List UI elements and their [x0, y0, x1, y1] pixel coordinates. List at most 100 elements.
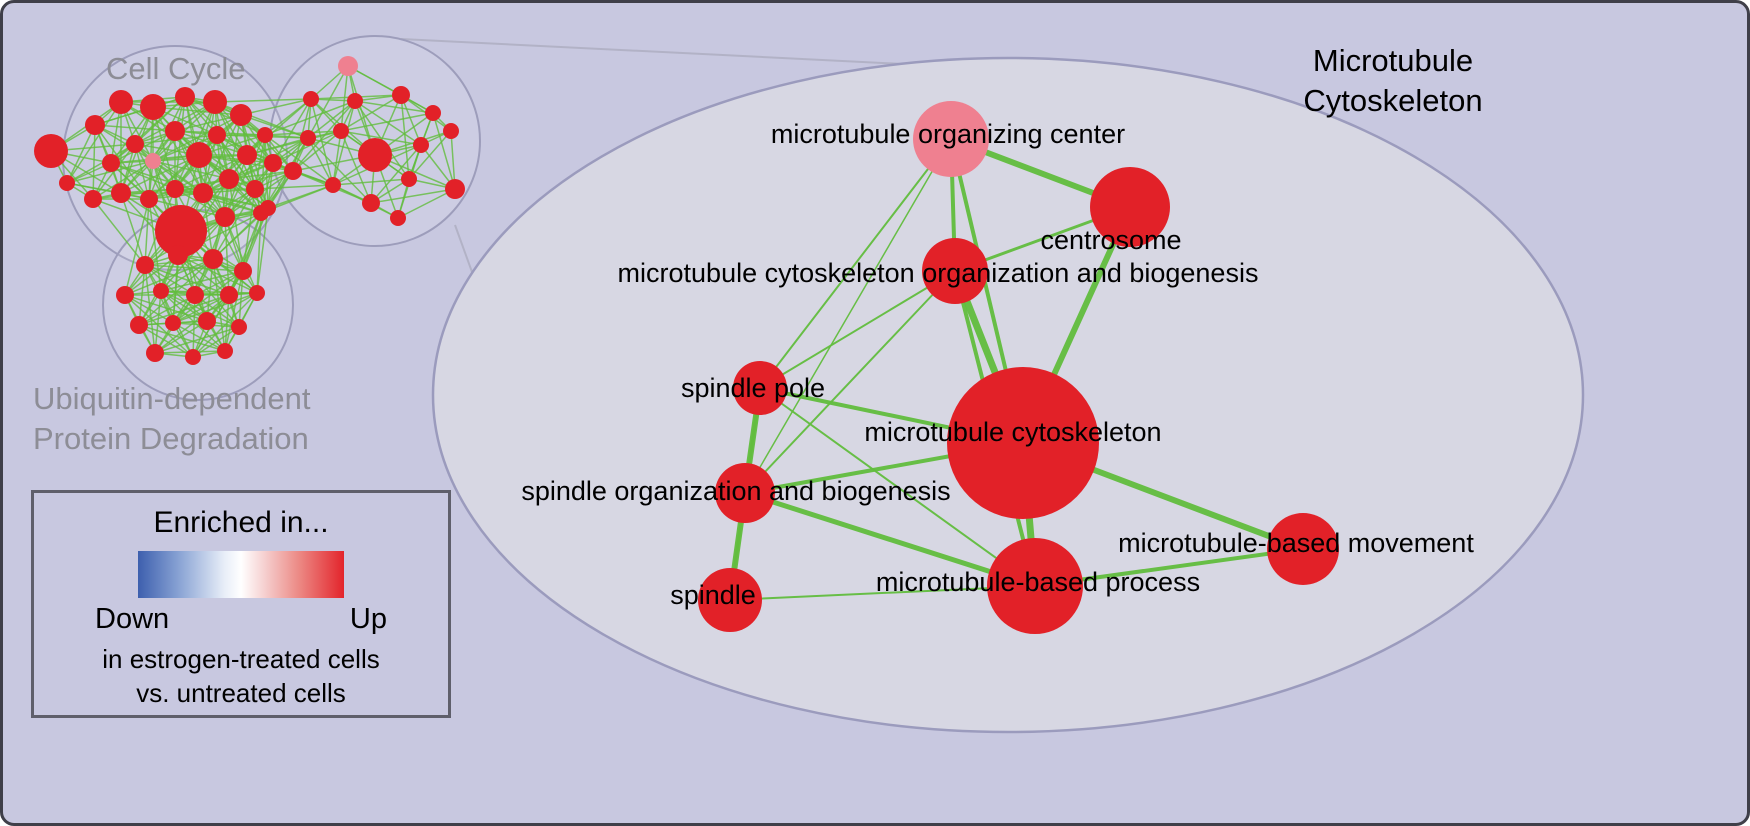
mini-edge	[400, 94, 410, 180]
node-label-mbp: microtubule-based process	[876, 567, 1200, 597]
mini-node	[165, 121, 185, 141]
mini-edge	[432, 112, 456, 190]
network-canvas: microtubule organizing centercentrosomem…	[34, 35, 1585, 734]
mini-node	[443, 123, 459, 139]
mini-node	[84, 190, 102, 208]
mini-node	[155, 205, 207, 257]
mini-edge	[172, 294, 230, 324]
legend-subtitle: in estrogen-treated cells vs. untreated …	[34, 643, 448, 711]
mini-edge	[307, 137, 334, 186]
edge-mcob-spindle_pole	[759, 270, 956, 389]
node-mbp	[987, 538, 1083, 634]
legend-end-labels: Down Up	[95, 603, 387, 636]
mini-edge	[92, 198, 146, 266]
mini-node	[217, 343, 233, 359]
mini-edge	[144, 198, 150, 266]
mini-edge	[370, 144, 422, 204]
mini-edge	[292, 100, 356, 172]
node-label-mc: microtubule cytoskeleton	[864, 417, 1161, 447]
node-label-spindle_pole: spindle pole	[681, 373, 825, 403]
mini-edge	[340, 130, 372, 204]
mini-node	[59, 175, 75, 191]
mini-edge	[174, 154, 248, 190]
mini-edge	[138, 294, 196, 326]
node-spindle_org	[715, 463, 775, 523]
mini-node	[401, 171, 417, 187]
mini-edge	[267, 184, 334, 209]
mini-edge	[160, 258, 214, 292]
mini-node	[264, 154, 282, 172]
mini-node	[231, 319, 247, 335]
mini-edge	[292, 130, 342, 172]
mini-edge	[154, 326, 240, 354]
mini-edge	[194, 294, 240, 328]
mini-edge	[152, 106, 204, 194]
mini-edge	[138, 294, 230, 326]
figure-title-line2: Cytoskeleton	[1303, 82, 1483, 118]
mini-edge	[206, 292, 258, 322]
mini-node	[358, 138, 392, 172]
node-mbm	[1267, 513, 1339, 585]
legend-subtitle-line2: vs. untreated cells	[136, 677, 346, 708]
node-label-spindle: spindle	[670, 580, 756, 610]
mini-node	[300, 130, 316, 146]
mini-node	[325, 177, 341, 193]
mini-edge	[148, 106, 154, 200]
mini-edge	[340, 112, 434, 132]
figure-title: Microtubule Cytoskeleton	[1253, 41, 1533, 120]
mini-node	[186, 142, 212, 168]
mini-node	[175, 87, 195, 107]
mini-edge	[160, 290, 258, 294]
cell-cycle-cluster-label: Cell Cycle	[106, 51, 246, 86]
enrichment-gradient-bar	[138, 551, 344, 598]
legend-heading: Enriched in...	[153, 506, 329, 539]
mini-node	[333, 123, 349, 139]
mini-edge	[174, 130, 226, 218]
mini-node	[168, 245, 188, 265]
mini-edge	[148, 198, 162, 292]
mini-edge	[66, 160, 154, 184]
legend-down-label: Down	[95, 603, 170, 635]
mini-node	[234, 262, 252, 280]
node-spindle	[698, 568, 762, 632]
mini-node	[85, 115, 105, 135]
mini-node	[347, 93, 363, 109]
mini-edge	[332, 178, 410, 186]
mini-node	[246, 180, 264, 198]
mini-edge	[92, 124, 96, 200]
mini-node	[130, 316, 148, 334]
ubiquitin-cluster-label: Ubiquitin-dependent Protein Degradation	[33, 379, 311, 458]
node-label-mbm: microtubule-based movement	[1118, 528, 1474, 558]
edge-moc-spindle_pole	[759, 138, 952, 389]
ubiquitin-cluster-label-line2: Protein Degradation	[33, 420, 309, 456]
mini-node	[116, 286, 134, 304]
node-centrosome	[1090, 167, 1170, 247]
figure-title-line1: Microtubule	[1312, 43, 1474, 78]
mini-node	[102, 154, 120, 172]
edge-spindle_pole-mbp	[759, 387, 1036, 587]
mini-edge	[160, 290, 226, 352]
mini-edge	[124, 258, 214, 296]
mini-edge	[242, 188, 256, 272]
mini-node	[249, 285, 265, 301]
mini-edge	[66, 143, 136, 184]
mini-edge	[124, 294, 194, 358]
mini-edge	[124, 198, 150, 296]
mini-node	[140, 190, 158, 208]
mini-edge	[120, 192, 146, 266]
mini-edge	[134, 96, 186, 145]
mini-node	[153, 283, 169, 299]
mini-edge	[94, 124, 154, 162]
mini-edge	[177, 254, 240, 328]
mini-edge	[154, 290, 162, 354]
mini-edge	[144, 264, 196, 296]
mini-node	[203, 90, 227, 114]
node-mc	[947, 367, 1099, 519]
mini-edge	[174, 188, 262, 214]
node-label-mcob: microtubule cytoskeleton organization an…	[618, 258, 1259, 288]
mini-edge	[172, 292, 258, 324]
mini-edge	[202, 192, 214, 260]
mini-node	[445, 179, 465, 199]
mini-node	[392, 86, 410, 104]
mini-edge	[172, 254, 179, 324]
